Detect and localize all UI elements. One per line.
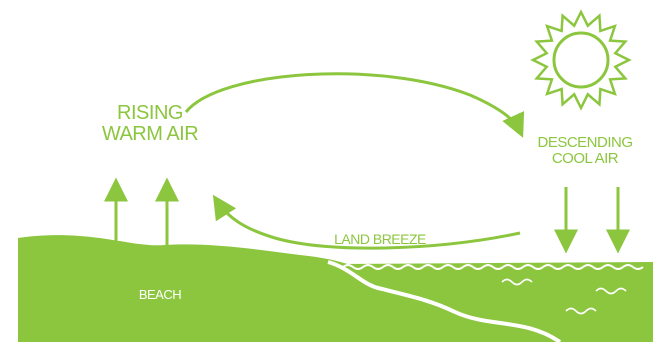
wave-mark: [565, 307, 597, 315]
land-breeze-arrow: [212, 194, 521, 250]
sun-icon: [530, 9, 632, 111]
rising-label-line1: RISING: [117, 102, 183, 124]
wave-mark: [595, 287, 627, 295]
rising-label-line2: WARM AIR: [101, 123, 199, 145]
sea-area: [340, 262, 653, 342]
wave-mark: [501, 278, 533, 286]
rising-warm-air-label: RISING WARM AIR: [70, 103, 230, 145]
beach-label: BEACH: [138, 287, 182, 302]
shoreline: [327, 260, 562, 342]
upper-air-flow-arrow: [184, 72, 525, 138]
land-area: [18, 235, 360, 342]
descending-label-line2: COOL AIR: [551, 149, 619, 167]
descending-label-line1: DESCENDING: [537, 134, 633, 151]
descending-cool-air-label: DESCENDING COOL AIR: [520, 135, 650, 167]
sea-surface-line: [342, 264, 644, 270]
land-breeze-label: LAND BREEZE: [334, 231, 426, 247]
